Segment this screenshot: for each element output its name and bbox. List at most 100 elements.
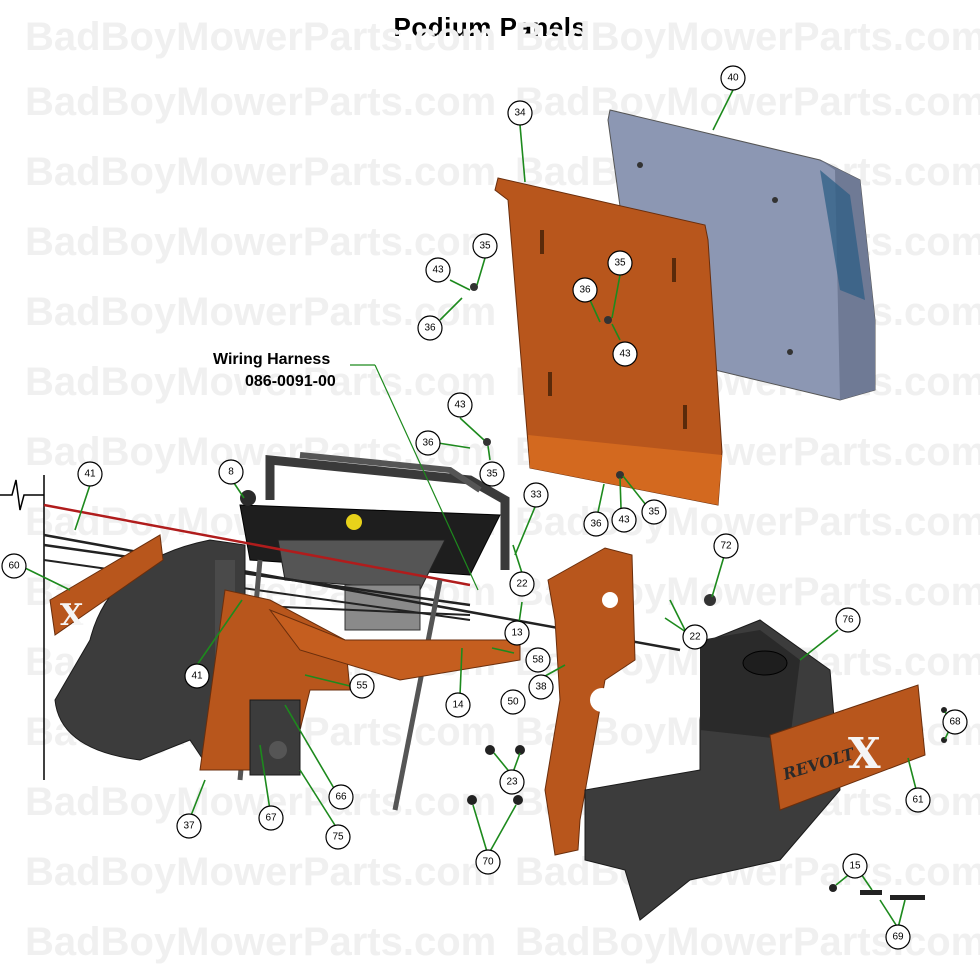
control-frame-part bbox=[239, 452, 510, 631]
callout-41[interactable]: 41 bbox=[77, 461, 103, 487]
callout-43[interactable]: 43 bbox=[611, 507, 637, 533]
svg-text:36: 36 bbox=[590, 519, 602, 530]
callout-15[interactable]: 15 bbox=[842, 853, 868, 879]
svg-text:36: 36 bbox=[579, 285, 591, 296]
break-line bbox=[0, 475, 45, 780]
svg-text:22: 22 bbox=[516, 579, 528, 590]
callout-72[interactable]: 72 bbox=[713, 533, 739, 559]
svg-text:60: 60 bbox=[8, 561, 20, 572]
callout-33[interactable]: 33 bbox=[523, 482, 549, 508]
svg-text:34: 34 bbox=[514, 108, 526, 119]
svg-text:35: 35 bbox=[614, 258, 626, 269]
callout-75[interactable]: 75 bbox=[325, 824, 351, 850]
callout-43[interactable]: 43 bbox=[612, 341, 638, 367]
svg-text:BadBoyMowerParts.com: BadBoyMowerParts.com bbox=[25, 920, 496, 964]
callout-23[interactable]: 23 bbox=[499, 769, 525, 795]
svg-text:72: 72 bbox=[720, 541, 732, 552]
svg-text:15: 15 bbox=[849, 861, 861, 872]
left-support-part bbox=[199, 589, 521, 776]
svg-text:58: 58 bbox=[532, 655, 544, 666]
callout-14[interactable]: 14 bbox=[445, 692, 471, 718]
svg-text:36: 36 bbox=[422, 438, 434, 449]
svg-text:75: 75 bbox=[332, 832, 344, 843]
svg-text:22: 22 bbox=[689, 632, 701, 643]
svg-text:50: 50 bbox=[507, 697, 519, 708]
callout-41[interactable]: 41 bbox=[184, 663, 210, 689]
callout-37[interactable]: 37 bbox=[176, 813, 202, 839]
back-panel-part bbox=[494, 177, 723, 506]
svg-text:55: 55 bbox=[356, 681, 368, 692]
svg-text:43: 43 bbox=[454, 400, 466, 411]
right-fender-part bbox=[584, 619, 841, 921]
svg-text:BadBoyMowerParts.com: BadBoyMowerParts.com bbox=[25, 850, 496, 894]
svg-text:70: 70 bbox=[482, 857, 494, 868]
callout-70[interactable]: 70 bbox=[475, 849, 501, 875]
svg-text:67: 67 bbox=[265, 813, 277, 824]
callout-55[interactable]: 55 bbox=[349, 673, 375, 699]
svg-text:43: 43 bbox=[432, 265, 444, 276]
svg-text:23: 23 bbox=[506, 777, 518, 788]
callout-43[interactable]: 43 bbox=[425, 257, 451, 283]
callout-69[interactable]: 69 bbox=[885, 924, 911, 950]
callout-76[interactable]: 76 bbox=[835, 607, 861, 633]
callout-22[interactable]: 22 bbox=[509, 571, 535, 597]
callout-43[interactable]: 43 bbox=[447, 392, 473, 418]
svg-text:BadBoyMowerParts.com: BadBoyMowerParts.com bbox=[25, 150, 496, 194]
svg-text:BadBoyMowerParts.com: BadBoyMowerParts.com bbox=[25, 220, 496, 264]
callout-35[interactable]: 35 bbox=[641, 499, 667, 525]
svg-text:41: 41 bbox=[84, 469, 96, 480]
callout-35[interactable]: 35 bbox=[472, 233, 498, 259]
svg-text:086-0091-00: 086-0091-00 bbox=[245, 373, 336, 390]
callout-61[interactable]: 61 bbox=[905, 787, 931, 813]
callout-68[interactable]: 68 bbox=[942, 709, 968, 735]
svg-text:13: 13 bbox=[511, 628, 523, 639]
callout-8[interactable]: 8 bbox=[218, 459, 244, 485]
svg-text:Wiring Harness: Wiring Harness bbox=[213, 351, 330, 368]
callout-36[interactable]: 36 bbox=[415, 430, 441, 456]
svg-text:X: X bbox=[848, 729, 881, 778]
svg-text:14: 14 bbox=[452, 700, 464, 711]
svg-text:BadBoyMowerParts.com: BadBoyMowerParts.com bbox=[25, 80, 496, 124]
svg-text:43: 43 bbox=[619, 349, 631, 360]
callout-50[interactable]: 50 bbox=[500, 689, 526, 715]
svg-text:35: 35 bbox=[486, 469, 498, 480]
hardware bbox=[467, 283, 947, 900]
svg-text:BadBoyMowerParts.com: BadBoyMowerParts.com bbox=[515, 15, 980, 59]
callout-67[interactable]: 67 bbox=[258, 805, 284, 831]
svg-text:36: 36 bbox=[424, 323, 436, 334]
part-callouts: 40 34 35 43 36 35 36 43 43 36 35 36 43 3… bbox=[1, 65, 968, 950]
callout-40[interactable]: 40 bbox=[720, 65, 746, 91]
callout-60[interactable]: 60 bbox=[1, 553, 27, 579]
svg-text:66: 66 bbox=[335, 792, 347, 803]
right-decal-part: REVOLT X bbox=[769, 684, 926, 811]
callout-38[interactable]: 38 bbox=[528, 674, 554, 700]
callout-22[interactable]: 22 bbox=[682, 624, 708, 650]
callout-34[interactable]: 34 bbox=[507, 100, 533, 126]
watermark: BadBoyMowerParts.com BadBoyMowerParts.co… bbox=[25, 15, 980, 964]
svg-text:40: 40 bbox=[727, 73, 739, 84]
callout-58[interactable]: 58 bbox=[525, 647, 551, 673]
svg-text:8: 8 bbox=[228, 467, 234, 478]
callout-36[interactable]: 36 bbox=[417, 315, 443, 341]
svg-text:BadBoyMowerParts.com: BadBoyMowerParts.com bbox=[515, 920, 980, 964]
center-post-part bbox=[544, 547, 636, 856]
svg-text:41: 41 bbox=[191, 671, 203, 682]
callout-35[interactable]: 35 bbox=[607, 250, 633, 276]
callout-35[interactable]: 35 bbox=[479, 461, 505, 487]
svg-text:35: 35 bbox=[479, 241, 491, 252]
svg-text:BadBoyMowerParts.com: BadBoyMowerParts.com bbox=[25, 15, 496, 59]
svg-text:68: 68 bbox=[949, 717, 961, 728]
svg-text:BadBoyMowerParts.com: BadBoyMowerParts.com bbox=[515, 80, 980, 124]
svg-text:69: 69 bbox=[892, 932, 904, 943]
callout-36[interactable]: 36 bbox=[572, 277, 598, 303]
svg-text:76: 76 bbox=[842, 615, 854, 626]
svg-text:35: 35 bbox=[648, 507, 660, 518]
svg-text:BadBoyMowerParts.com: BadBoyMowerParts.com bbox=[25, 360, 496, 404]
svg-text:37: 37 bbox=[183, 821, 195, 832]
svg-text:43: 43 bbox=[618, 515, 630, 526]
callout-36[interactable]: 36 bbox=[583, 511, 609, 537]
callout-13[interactable]: 13 bbox=[504, 620, 530, 646]
callout-66[interactable]: 66 bbox=[328, 784, 354, 810]
svg-text:61: 61 bbox=[912, 795, 924, 806]
